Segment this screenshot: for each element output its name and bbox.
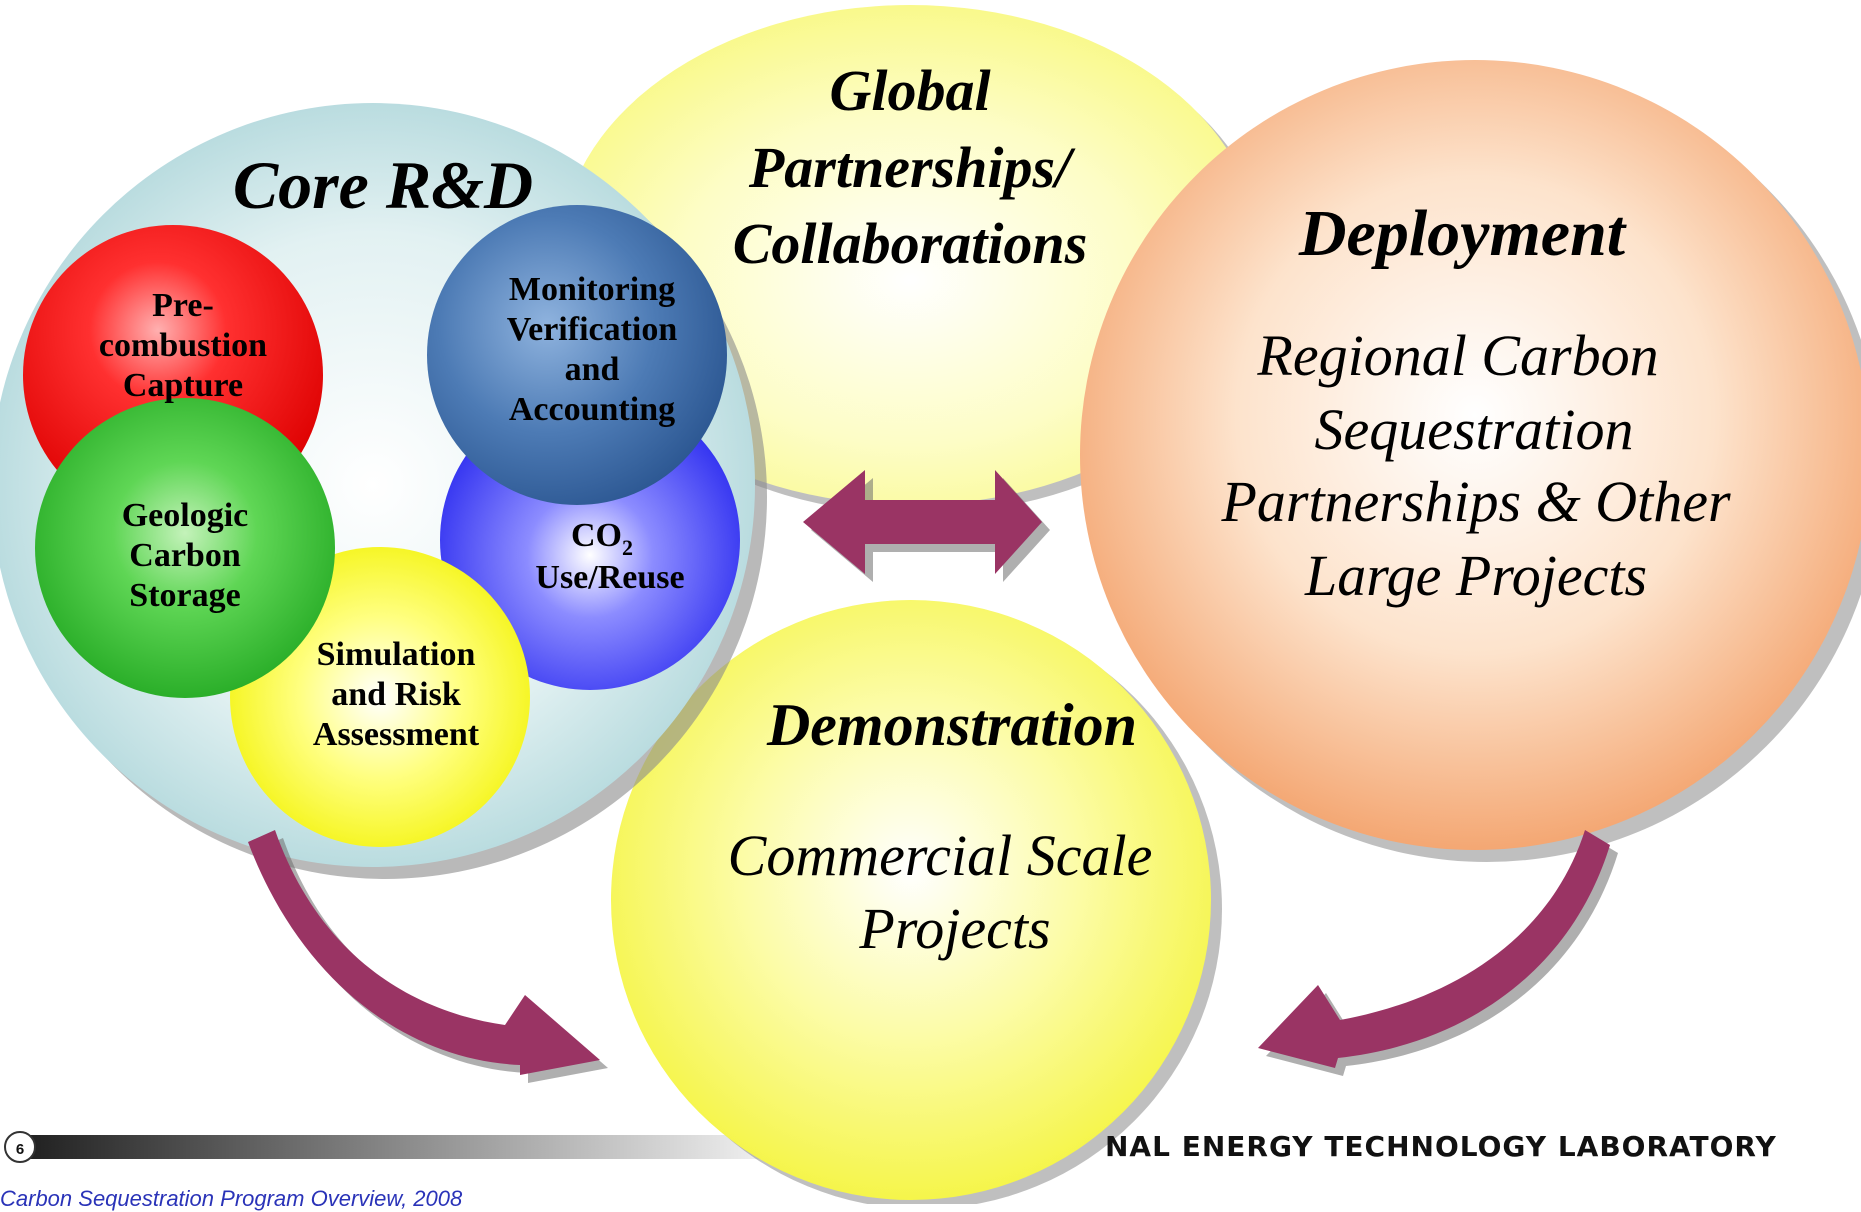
demonstration-title: Demonstration [766, 692, 1137, 758]
deployment-line-1: Regional Carbon [1256, 323, 1658, 388]
deployment-description: Regional Carbon Sequestration Partnershi… [1220, 323, 1731, 608]
arrow-deploy-to-demo [1258, 830, 1618, 1076]
geologic-line-1: Geologic [122, 497, 249, 534]
co2-line-1: CO2 [571, 517, 633, 560]
geologic-storage-circle [35, 398, 335, 698]
co2-main: CO [571, 517, 622, 554]
geologic-line-3: Storage [129, 577, 240, 614]
demonstration-line-2: Projects [858, 896, 1050, 961]
deployment-title: Deployment [1298, 197, 1627, 270]
co2-line-2: Use/Reuse [535, 559, 684, 596]
lab-name: NAL ENERGY TECHNOLOGY LABORATORY [1105, 1130, 1777, 1163]
deployment-line-4: Large Projects [1304, 543, 1647, 608]
geologic-line-2: Carbon [129, 537, 241, 574]
simulation-line-2: and Risk [331, 676, 461, 713]
footer-bar [18, 1135, 818, 1159]
mva-line-1: Monitoring [509, 271, 675, 308]
mva-label: Monitoring Verification and Accounting [507, 271, 678, 428]
precombustion-line-1: Pre- [152, 287, 214, 324]
simulation-line-1: Simulation [317, 636, 476, 673]
demonstration-circle [611, 600, 1222, 1209]
arrow-core-to-demo [248, 830, 608, 1083]
geologic-label: Geologic Carbon Storage [122, 497, 249, 614]
co2-label: CO2 Use/Reuse [535, 517, 684, 596]
page-number-badge: 6 [4, 1131, 36, 1163]
deployment-circle [1080, 60, 1861, 862]
global-line-2: Partnerships/ [748, 135, 1076, 200]
deployment-line-2: Sequestration [1315, 397, 1634, 462]
precombustion-line-3: Capture [123, 367, 243, 404]
simulation-label: Simulation and Risk Assessment [313, 636, 480, 753]
footer-caption: Carbon Sequestration Program Overview, 2… [0, 1186, 463, 1211]
demonstration-line-1: Commercial Scale [728, 823, 1153, 888]
page-number: 6 [16, 1141, 24, 1158]
precombustion-label: Pre- combustion Capture [99, 287, 267, 404]
deployment-line-3: Partnerships & Other [1220, 469, 1731, 534]
global-line-1: Global [829, 58, 991, 123]
global-label: Global Partnerships/ Collaborations [733, 58, 1088, 276]
mva-line-2: Verification [507, 311, 678, 348]
global-line-3: Collaborations [733, 211, 1088, 276]
co2-subscript: 2 [622, 535, 633, 560]
core-rd-title: Core R&D [233, 147, 533, 223]
precombustion-line-2: combustion [99, 327, 267, 364]
mva-circle [427, 205, 727, 505]
mva-line-3: and [565, 351, 620, 388]
demonstration-description: Commercial Scale Projects [728, 823, 1153, 961]
simulation-line-3: Assessment [313, 716, 480, 753]
mva-line-4: Accounting [509, 391, 675, 428]
double-arrow-icon [803, 470, 1050, 582]
